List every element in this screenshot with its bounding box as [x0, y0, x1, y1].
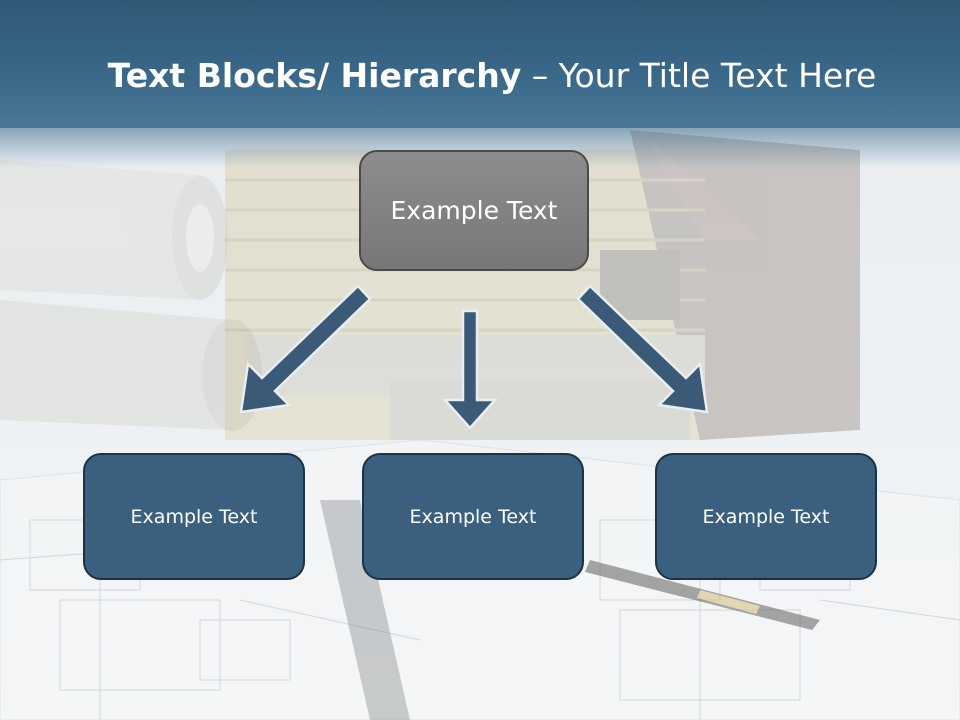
slide-title-bold: Text Blocks/ Hierarchy — [107, 56, 522, 95]
child-text-block-label: Example Text — [702, 505, 830, 528]
child-text-block-right[interactable]: Example Text — [655, 453, 877, 580]
slide-title[interactable]: Text Blocks/ Hierarchy – Your Title Text… — [0, 52, 960, 100]
pen-image — [585, 560, 820, 630]
top-text-block[interactable]: Example Text — [359, 150, 589, 271]
child-text-block-middle[interactable]: Example Text — [362, 453, 584, 580]
slide-title-rest: – Your Title Text Here — [521, 56, 877, 95]
child-text-block-label: Example Text — [409, 505, 537, 528]
ruler-image — [320, 500, 410, 720]
title-bar — [0, 0, 960, 128]
child-text-block-label: Example Text — [130, 505, 258, 528]
child-text-block-left[interactable]: Example Text — [83, 453, 305, 580]
top-text-block-label: Example Text — [390, 196, 558, 225]
